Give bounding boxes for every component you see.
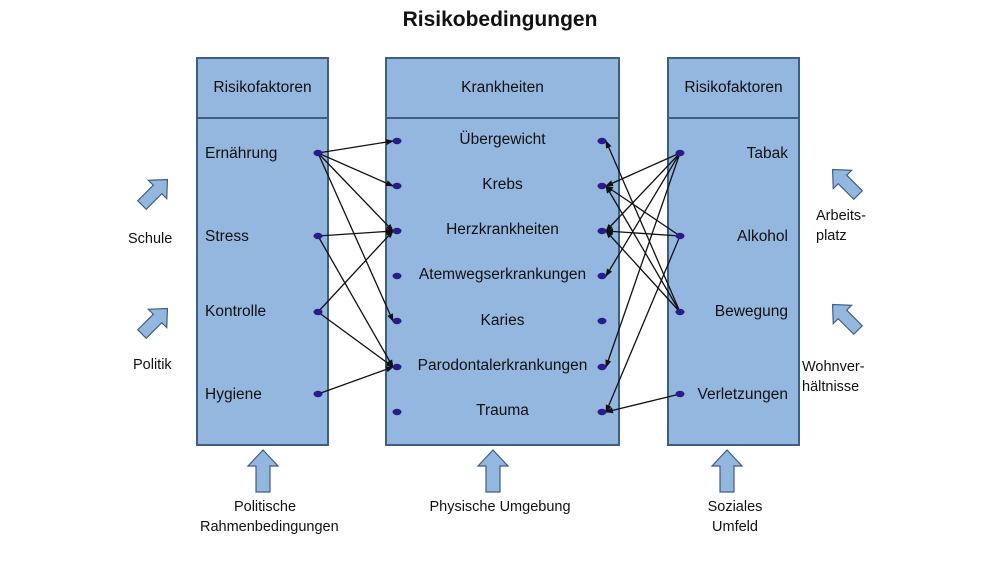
disease-item: Herzkrankheiten [446,221,559,238]
influence-label-wohnverhaeltnisse: Wohnver- hältnisse [802,359,865,395]
disease-item: Atemwegserkrankungen [418,266,587,283]
connection-arrow [317,235,394,368]
influence-label-politische-rahmenbedingungen: Politische Rahmenbedingungen [200,499,339,535]
up-arrow-soziales-icon [710,449,744,493]
left-box-header: Risikofaktoren [198,59,327,119]
connection-arrow [317,152,394,232]
diagram-title: Risikobedingungen [402,8,598,31]
right-item: Alkohol [737,228,788,245]
connection-arrow [317,139,394,154]
connection-arrow [317,228,394,237]
right-item: Tabak [746,145,788,162]
left-item: Hygiene [205,386,262,403]
connection-arrow [317,152,394,187]
influence-label-politik: Politik [133,357,172,373]
connection-arrow [317,152,394,322]
left-item: Kontrolle [205,303,267,320]
diseases-box: Krankheiten [385,57,620,446]
disease-item: Trauma [476,402,529,419]
left-item: Ernährung [205,145,278,162]
diagonal-arrow-politik-icon [136,307,169,340]
influence-label-physische-umgebung: Physische Umgebung [429,499,571,515]
diagonal-arrow-schule-icon [136,178,169,211]
disease-item: Parodontalerkrankungen [417,357,588,374]
left-risk-factors-box: Risikofaktoren [196,57,329,446]
right-item: Bewegung [714,303,788,320]
influence-label-schule: Schule [128,231,173,247]
up-arrow-politische-icon [246,449,280,493]
right-risk-factors-box: Risikofaktoren [667,57,800,446]
disease-item: Krebs [482,176,523,193]
up-arrow-physische-icon [476,449,510,493]
diagonal-arrow-wohnverhaeltnisse-icon [831,303,864,336]
connection-arrow [317,230,394,313]
disease-item: Übergewicht [459,131,546,148]
disease-item: Karies [480,312,525,329]
influence-label-soziales-umfeld: Soziales Umfeld [707,499,763,535]
left-item: Stress [205,228,249,245]
connection-arrow [317,366,394,395]
right-item: Verletzungen [697,386,789,403]
connection-arrow [317,311,394,368]
center-box-header: Krankheiten [387,59,618,119]
influence-label-arbeitsplatz: Arbeits- platz [816,208,866,244]
diagonal-arrow-arbeitsplatz-icon [831,168,864,201]
right-box-header: Risikofaktoren [669,59,798,119]
